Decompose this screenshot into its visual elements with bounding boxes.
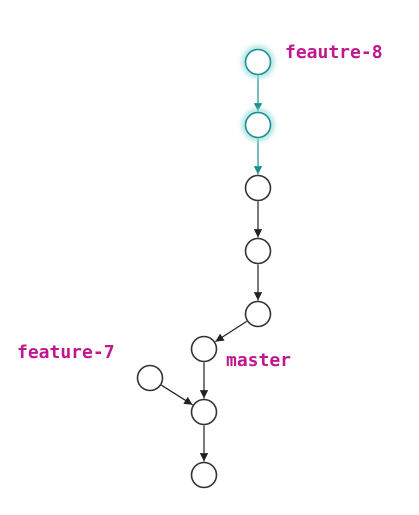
edge-c7-c8 — [161, 384, 193, 406]
branch-label-feature7: feature-7 — [17, 342, 115, 363]
commit-node-c8 — [190, 398, 218, 426]
commit-node-c1 — [244, 48, 272, 76]
commit-node-c5 — [244, 300, 272, 328]
commit-node-c3 — [244, 174, 272, 202]
edges-layer — [161, 75, 263, 462]
commit-node-c7 — [136, 364, 164, 392]
commit-node-c2 — [244, 111, 272, 139]
commit-node-c9 — [190, 461, 218, 489]
commit-glow-c1 — [242, 46, 274, 78]
commit-glow-c2 — [242, 109, 274, 141]
branch-label-master: master — [226, 350, 291, 371]
branch-label-feature8: feautre-8 — [285, 42, 383, 63]
commit-node-c4 — [244, 237, 272, 265]
edge-c5-c6 — [215, 320, 247, 343]
nodes-layer — [136, 46, 274, 489]
commit-node-c6 — [190, 335, 218, 363]
